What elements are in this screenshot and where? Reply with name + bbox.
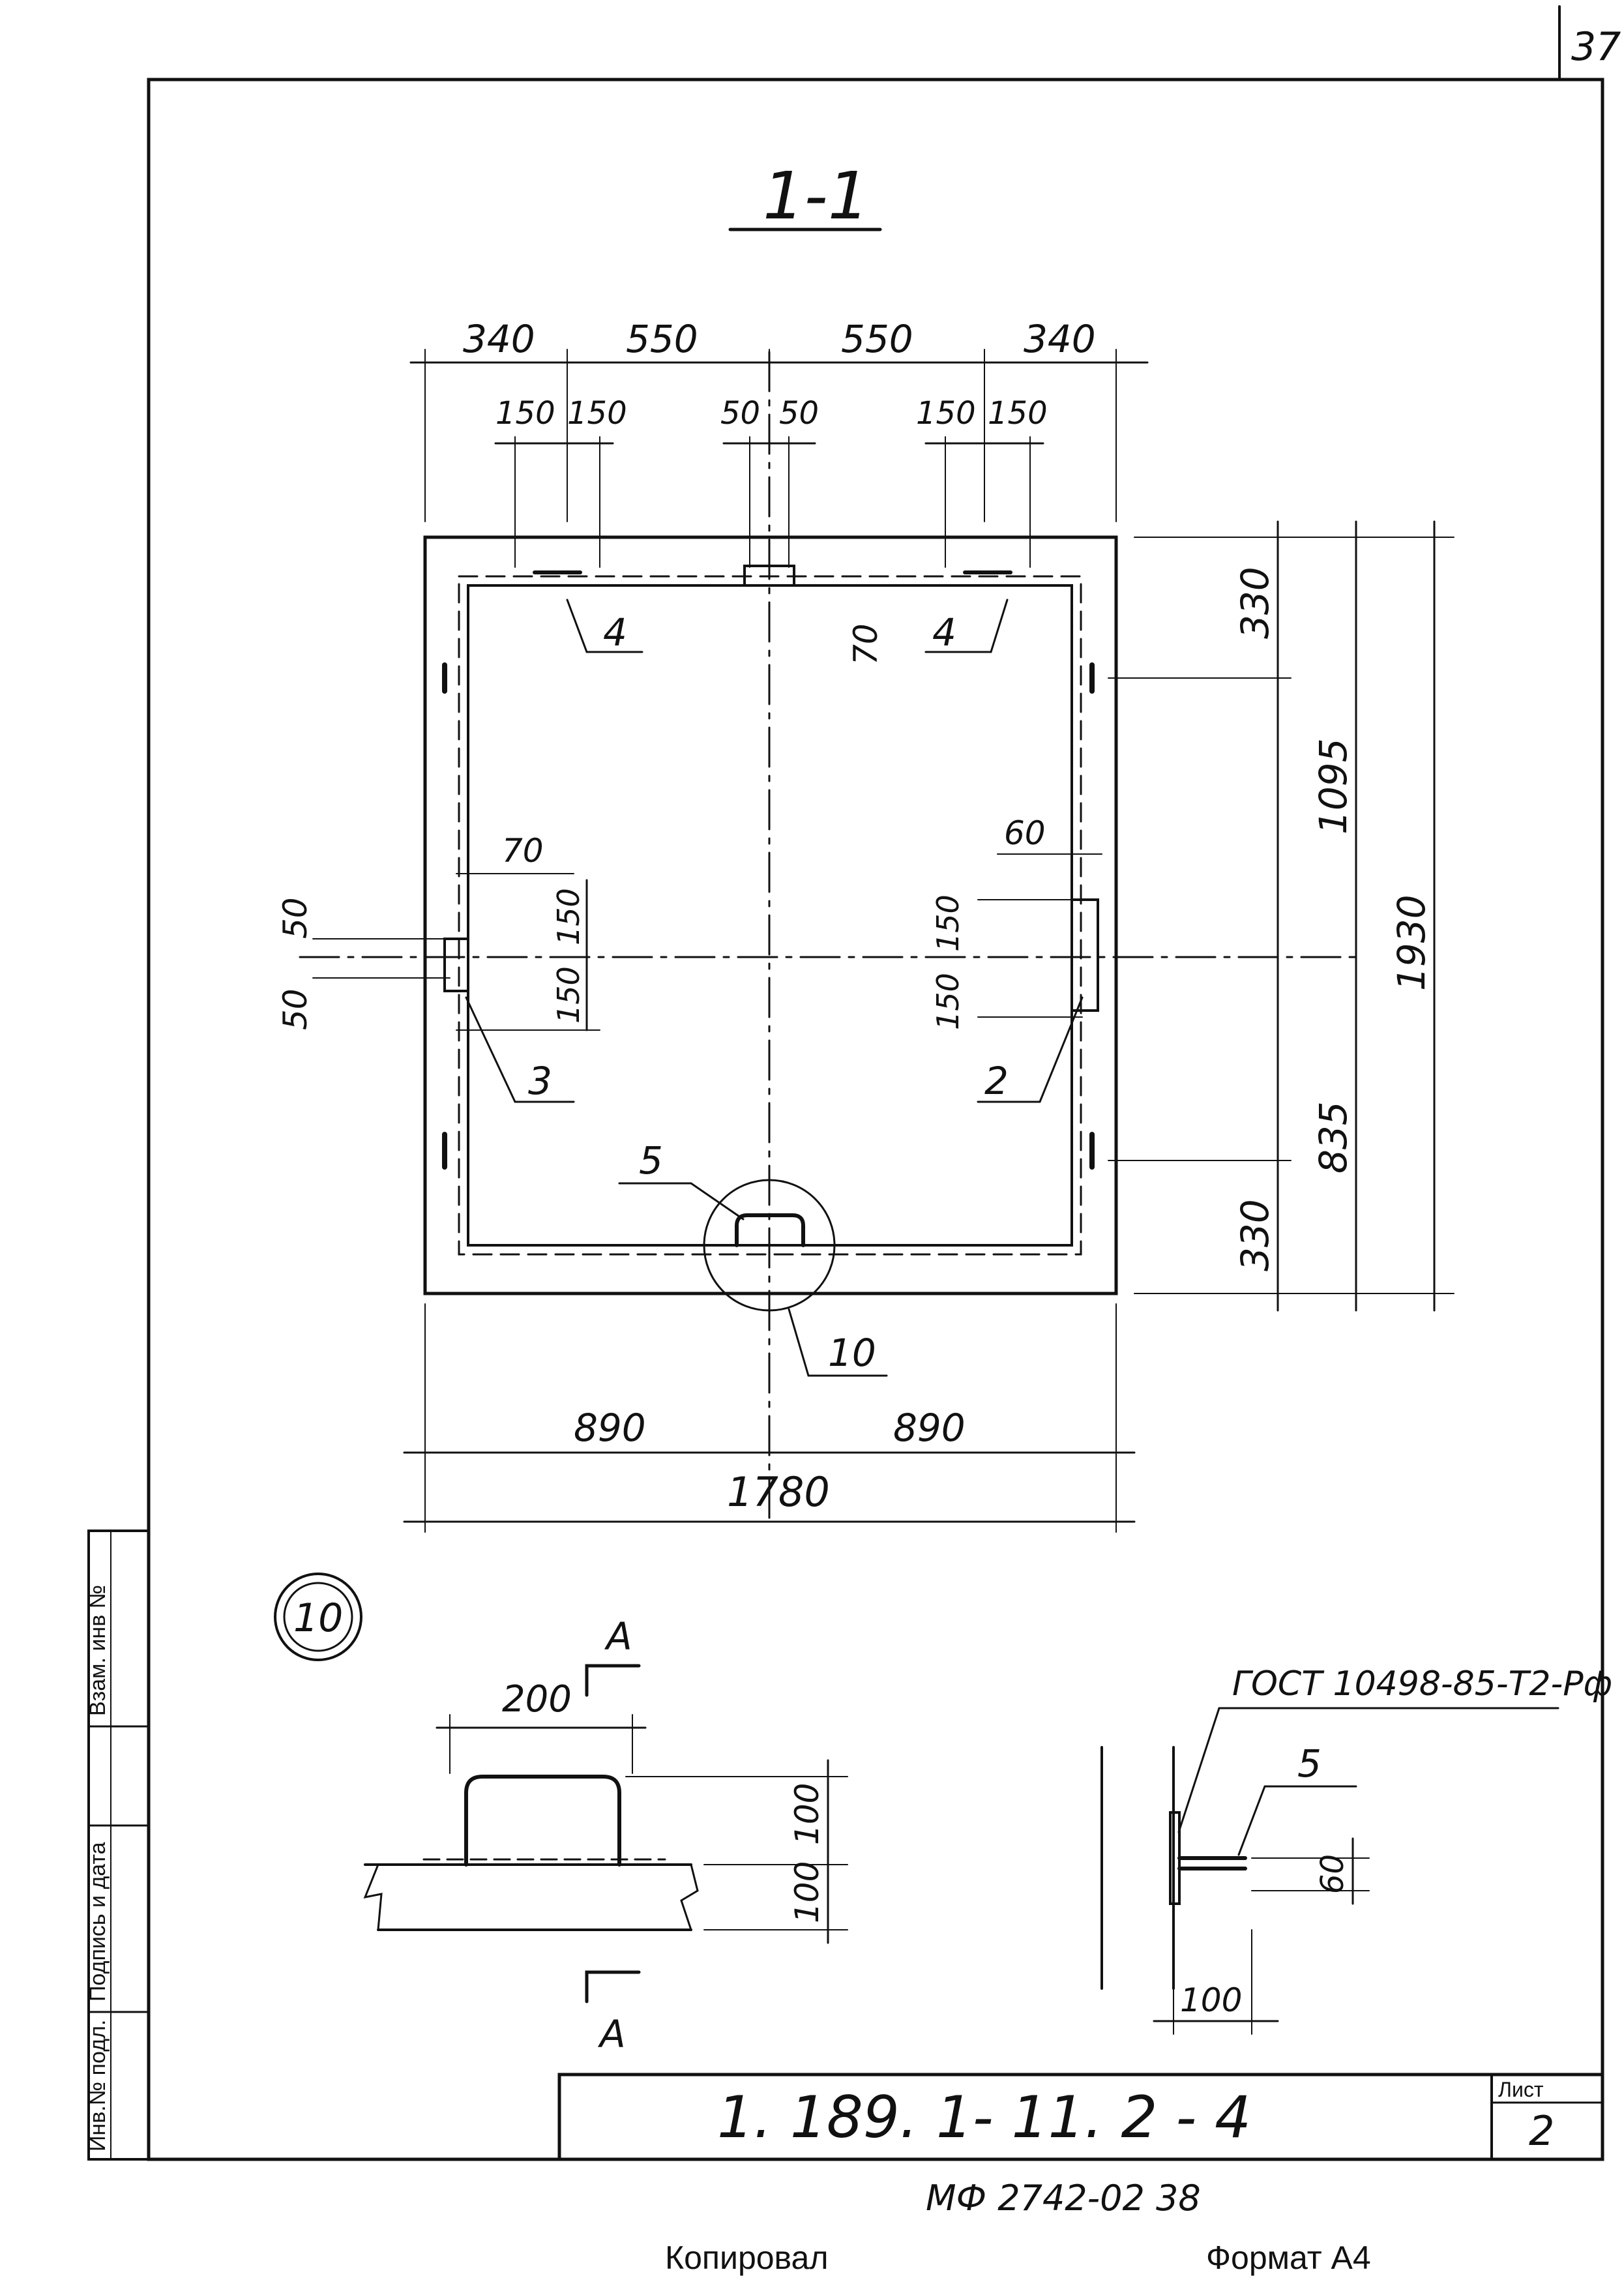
stamp-signature-label: Подпись и дата (85, 1842, 110, 2002)
callout-2: 2 (984, 1059, 1009, 1103)
left-dim-150-top: 150 (551, 888, 586, 945)
left-stamp: Инв.№ подл. Подпись и дата Взам. инв № (85, 1530, 150, 2161)
drawing-code: 1. 189. 1- 11. 2 - 4 (717, 2084, 1251, 2151)
detail-dim-100-side: 100 (1180, 1981, 1242, 2019)
embedded-part-top (743, 565, 795, 587)
bottom-dim-890-left: 890 (574, 1406, 646, 1450)
right-dim-330-bottom: 330 (1233, 1199, 1277, 1271)
top-sub-dim-4: 50 (779, 395, 819, 432)
embedded-part-right (1070, 898, 1099, 1012)
slab-outline (423, 535, 1118, 1295)
lifting-loop (735, 1213, 805, 1247)
right-inner-dim-150-top: 150 (930, 894, 966, 952)
top-dim-4: 340 (1024, 317, 1096, 361)
top-sub-dim-1: 150 (495, 395, 555, 432)
callout-10: 10 (828, 1331, 876, 1375)
top-dim-2: 550 (626, 317, 698, 361)
section-mark-top: А (604, 1614, 632, 1659)
right-inner-dim-150-bottom: 150 (930, 973, 966, 1030)
embedded-part-left (443, 938, 469, 992)
section-title: 1-1 (763, 158, 869, 234)
callout-4-left: 4 (603, 610, 627, 655)
title-block: 1. 189. 1- 11. 2 - 4 Лист 2 (557, 2073, 1604, 2161)
corner-sheet-number: 37 (1571, 24, 1621, 70)
top-inner-dim-70: 70 (847, 623, 885, 665)
detail-dim-60: 60 (1314, 1854, 1351, 1894)
top-sub-dim-5: 150 (916, 395, 976, 432)
bottom-code: МФ 2742-02 38 (926, 2178, 1201, 2219)
top-sub-dim-2: 150 (567, 395, 627, 432)
detail-10: 10 А А 200 100 100 ГОСТ 10498-85-Т2-Рф 5 (274, 1573, 1612, 2056)
left-dim-50-bottom: 50 (276, 988, 314, 1030)
top-sub-dim-6: 150 (988, 395, 1048, 432)
right-dim-1930: 1930 (1389, 894, 1434, 991)
format-label: Формат А4 (1206, 2239, 1371, 2276)
callout-4-right: 4 (932, 610, 956, 655)
stamp-replaced-label: Взам. инв № (85, 1585, 110, 1716)
top-sub-dim-3: 50 (720, 395, 760, 432)
stamp-inv-label: Инв.№ подл. (85, 2020, 110, 2151)
detail-dim-200: 200 (502, 1678, 572, 1721)
top-dim-1: 340 (463, 317, 535, 361)
detail-callout-5: 5 (1297, 1741, 1321, 1786)
sheet-number: 2 (1529, 2107, 1554, 2155)
left-dim-50-top: 50 (276, 897, 314, 939)
right-dim-1095: 1095 (1311, 738, 1355, 835)
right-inner-dim-60: 60 (1004, 814, 1046, 852)
detail-dim-100-bottom: 100 (788, 1861, 826, 1923)
detail-marker-10: 10 (293, 1595, 343, 1641)
callout-3: 3 (528, 1059, 552, 1103)
detail-dim-100-top: 100 (788, 1783, 826, 1845)
copied-label: Копировал (665, 2239, 829, 2276)
gost-note: ГОСТ 10498-85-Т2-Рф (1232, 1664, 1612, 1704)
right-dim-330-top: 330 (1233, 567, 1277, 639)
bottom-dim-1780: 1780 (727, 1468, 830, 1516)
section-mark-bottom: А (597, 2012, 626, 2056)
detail-circle-10 (703, 1179, 836, 1312)
sheet-label: Лист (1498, 2078, 1544, 2101)
left-dim-150-bottom: 150 (551, 966, 586, 1024)
bottom-dim-890-right: 890 (893, 1406, 966, 1450)
left-dim-70: 70 (502, 832, 544, 870)
top-dim-3: 550 (841, 317, 913, 361)
right-dim-835: 835 (1311, 1101, 1355, 1174)
plan-view: 340 550 550 340 150 150 50 50 150 150 33… (276, 317, 1454, 1533)
callout-5: 5 (639, 1138, 663, 1183)
